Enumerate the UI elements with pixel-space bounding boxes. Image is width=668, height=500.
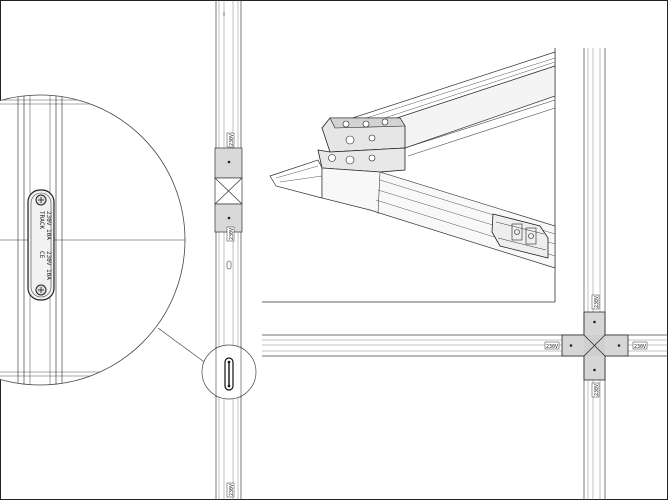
- connector-label-3: 230V 10A: [45, 251, 52, 280]
- detail-magnifier: 230V 10A TRACK 230V 10A CE: [0, 94, 186, 386]
- screw-icon: [362, 120, 370, 128]
- connector-label-4: CE: [38, 251, 45, 259]
- track-label-cross-top: 230V: [594, 296, 600, 308]
- track-label-joint-mid: 230V: [229, 228, 235, 240]
- track-label-cross-right: 230V: [634, 344, 646, 350]
- connector-label-1: 230V 10A: [45, 211, 52, 240]
- track-label-cross-left: 230V: [546, 344, 558, 350]
- screw-icon: [345, 155, 355, 165]
- track-adapter: [491, 213, 549, 259]
- vertical-track-cross: [583, 48, 606, 500]
- vertical-track-joint: 230V 230V 230V: [214, 0, 243, 500]
- screw-icon: [368, 134, 376, 142]
- clip-icon: [226, 260, 232, 270]
- connector-label-2: TRACK: [38, 211, 45, 229]
- screw-icon: [381, 118, 389, 126]
- screw-icon: [368, 154, 376, 162]
- track-label-cross-bottom: 230V: [594, 384, 600, 396]
- track-label-joint-bottom: 230V: [229, 484, 235, 496]
- screw-icon: [342, 120, 350, 128]
- track-label-joint-top: 230V: [229, 134, 235, 146]
- screw-icon: [345, 135, 355, 145]
- detail-leader-line: [157, 327, 208, 365]
- joint-connector-plate: 230V 10A TRACK 230V 10A CE: [27, 189, 55, 301]
- screw-icon: [328, 154, 336, 162]
- x-connector: [561, 311, 629, 381]
- isometric-corner-view: [262, 48, 556, 303]
- detail-reference-circle: [201, 344, 257, 400]
